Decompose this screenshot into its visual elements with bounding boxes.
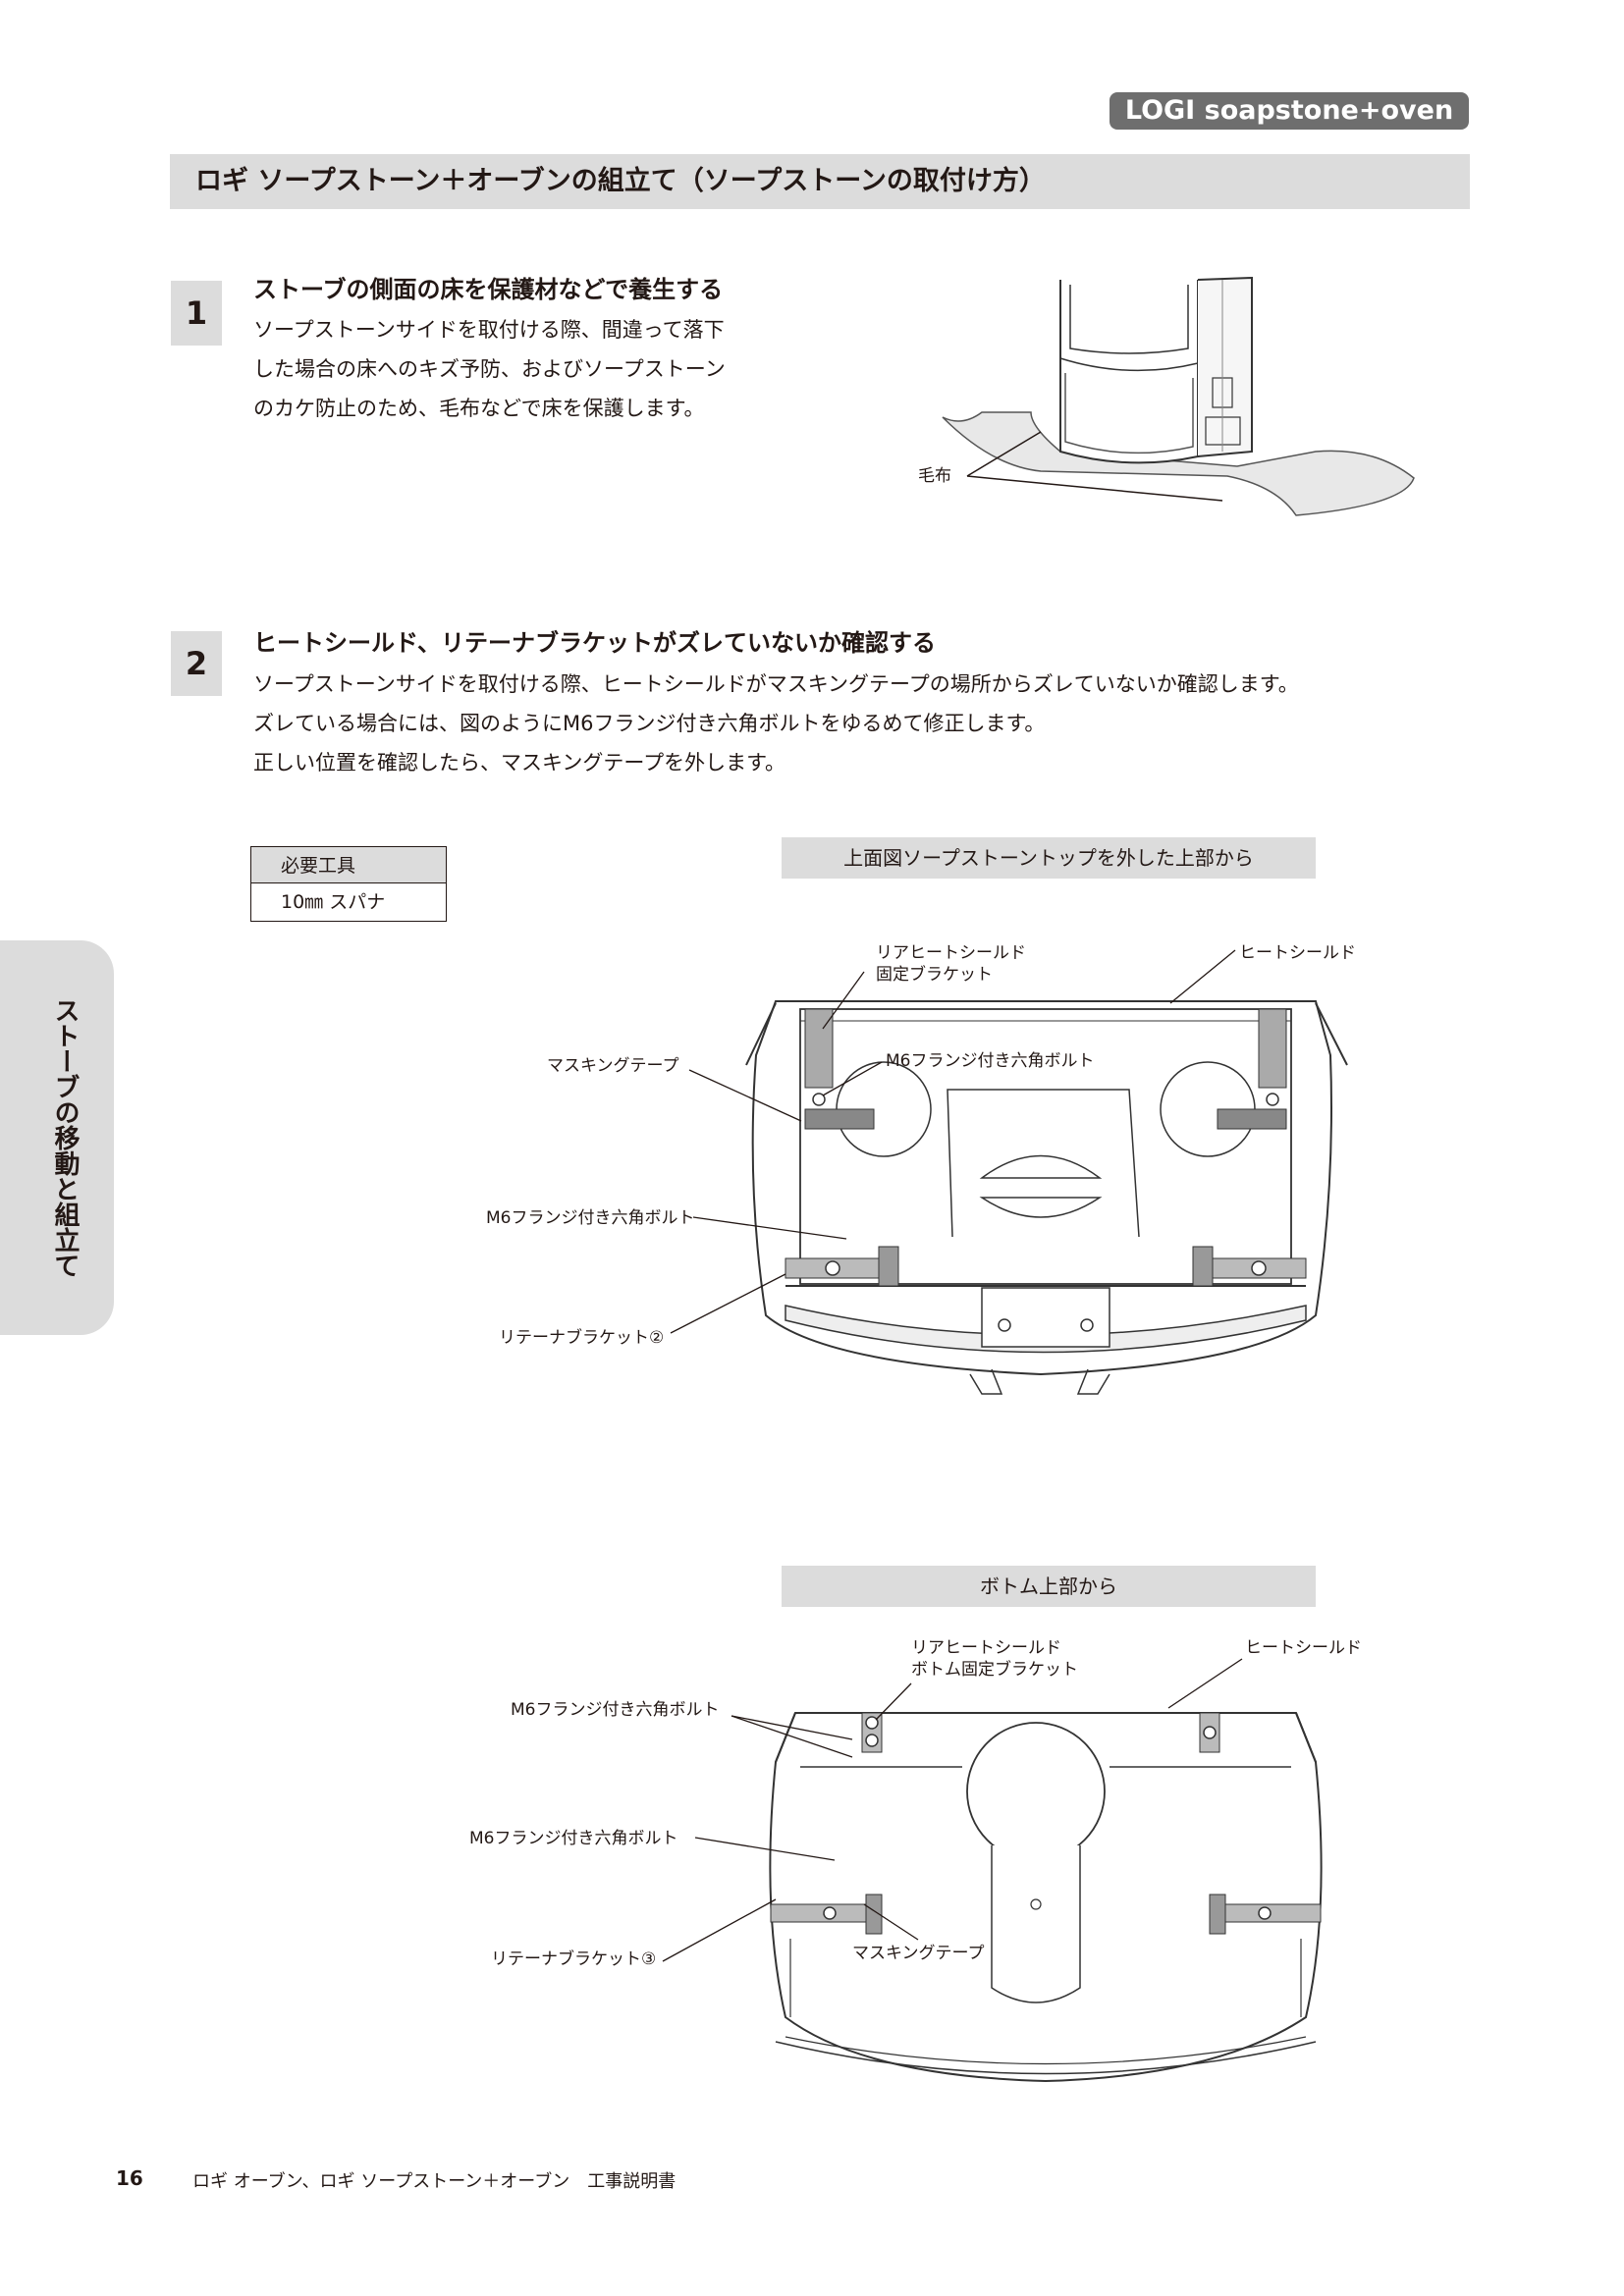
bottom-rear-bracket-label: リアヒートシールド ボトム固定ブラケット [911,1637,1078,1681]
step-1-body: ソープストーンサイドを取付ける際、間違って落下 した場合の床へのキズ予防、および… [253,310,726,428]
step-1-line: のカケ防止のため、毛布などで床を保護します。 [253,397,705,420]
bottom-heat-shield-label: ヒートシールド [1245,1638,1362,1658]
step-2-body: ソープストーンサイドを取付ける際、ヒートシールドがマスキングテープの場所からズレ… [253,665,1299,782]
top-masking-tape-label: マスキングテープ [547,1056,679,1076]
bottom-bolt-2-label: M6フランジ付き六角ボルト [469,1829,678,1848]
bottom-masking-tape-label: マスキングテープ [852,1944,985,1963]
step-1-number: 1 [171,281,222,346]
top-rear-bracket-line: 固定ブラケット [876,965,993,985]
top-bolt-2-label: M6フランジ付き六角ボルト [486,1208,695,1228]
bottom-view-diagram [769,1712,1323,2083]
step-1-line: ソープストーンサイドを取付ける際、間違って落下 [253,318,725,342]
figure-bottom-caption: ボトム上部から [782,1566,1316,1607]
top-view-diagram [745,1000,1348,1395]
step-2-number: 2 [171,631,222,696]
bottom-retainer-label: リテーナブラケット③ [491,1949,657,1969]
footer-title: ロギ オーブン、ロギ ソープストーン＋オーブン 工事説明書 [192,2171,677,2192]
top-retainer-label: リテーナブラケット② [499,1328,665,1348]
bottom-rear-bracket-line: ボトム固定ブラケット [911,1660,1078,1680]
top-heat-shield-label: ヒートシールド [1239,943,1356,963]
top-rear-bracket-line: リアヒートシールド [876,943,1026,963]
tools-header: 必要工具 [250,846,447,883]
section-title: ロギ ソープストーン＋オーブンの組立て（ソープストーンの取付け方） [170,154,1470,209]
page-number: 16 [116,2166,143,2190]
blanket-label: 毛布 [918,466,951,486]
side-tab [0,940,114,1335]
step-2-line: ソープストーンサイドを取付ける際、ヒートシールドがマスキングテープの場所からズレ… [253,672,1299,696]
step-1-heading: ストーブの側面の床を保護材などで養生する [253,276,724,303]
step-2-heading: ヒートシールド、リテーナブラケットがズレていないか確認する [253,629,937,657]
step-2-line: ズレている場合には、図のようにM6フランジ付き六角ボルトをゆるめて修正します。 [253,712,1046,735]
step-1-line: した場合の床へのキズ予防、およびソープストーン [253,357,726,381]
brand-badge: LOGI soapstone+oven [1110,92,1469,130]
tools-item: 10㎜ スパナ [250,882,447,922]
top-bolt-1-label: M6フランジ付き六角ボルト [886,1051,1095,1071]
top-rear-bracket-label: リアヒートシールド 固定ブラケット [876,942,1026,986]
bottom-bolt-1-label: M6フランジ付き六角ボルト [511,1700,720,1720]
side-tab-label: ストーブの移動と組立て [50,997,80,1278]
bottom-rear-bracket-line: リアヒートシールド [911,1638,1061,1658]
step-2-line: 正しい位置を確認したら、マスキングテープを外します。 [253,751,786,774]
figure-top-caption: 上面図ソープストーントップを外した上部から [782,837,1316,879]
stove-blanket-illustration [942,276,1415,516]
